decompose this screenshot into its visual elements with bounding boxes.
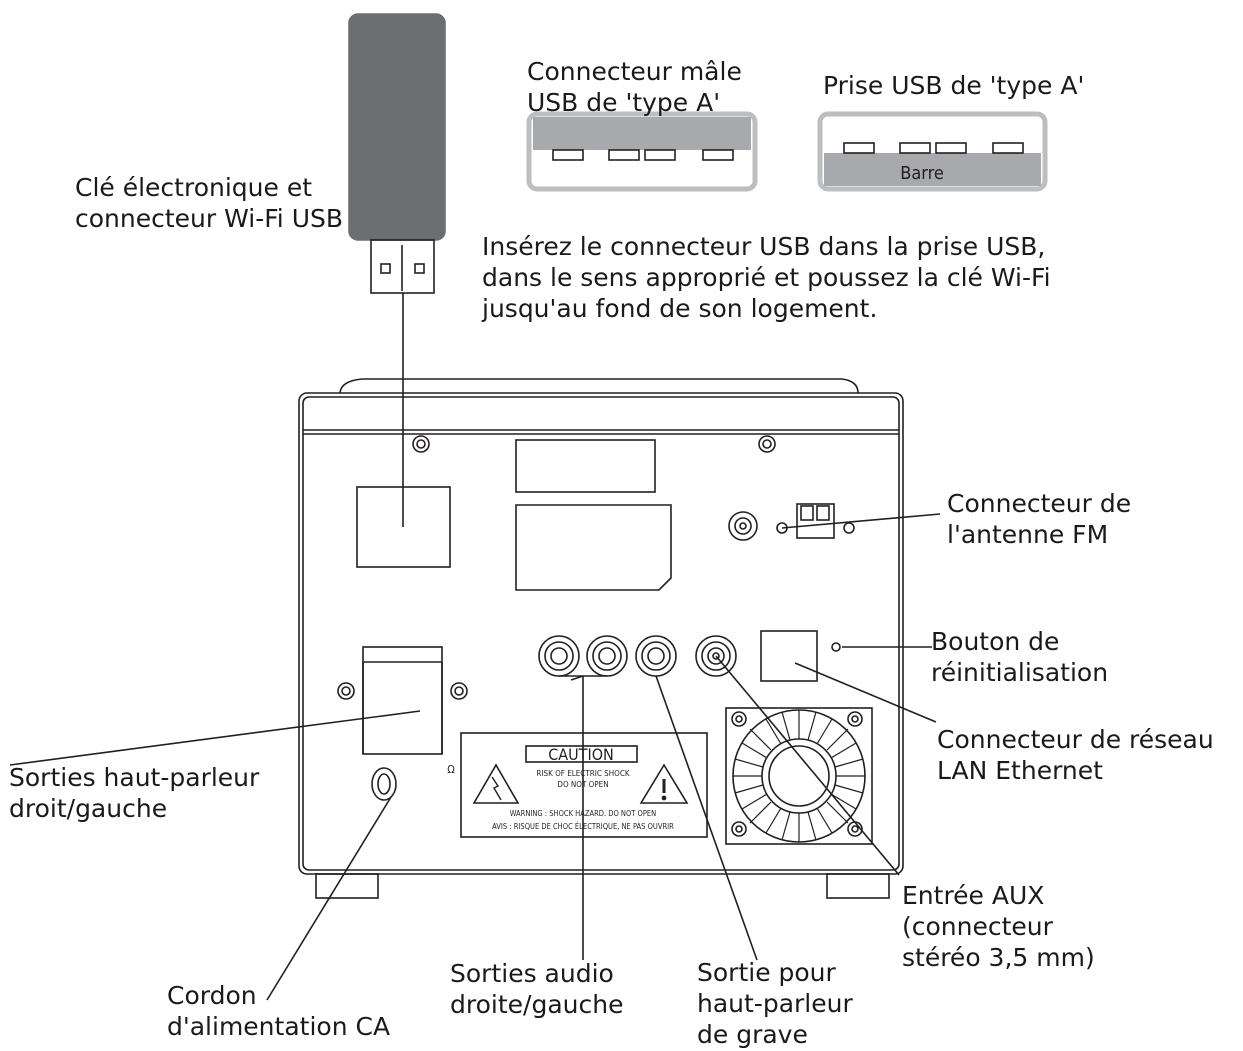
lan-label: Connecteur de réseau LAN Ethernet — [937, 725, 1214, 785]
power-cord-label: Cordon d'alimentation CA — [167, 981, 391, 1041]
instruction-text: Insérez le connecteur USB dans la prise … — [482, 232, 1051, 323]
aux-jack — [695, 635, 737, 677]
subwoofer-output-label: Sortie pour haut-parleur de grave — [697, 958, 853, 1049]
male-connector-label: Connecteur mâle USB de 'type A' — [527, 57, 742, 117]
dongle-label: Clé électronique et connecteur Wi-Fi USB — [75, 173, 344, 233]
ohm-symbol: Ω — [447, 763, 455, 776]
top-handle — [339, 378, 859, 394]
caution-line1: RISK OF ELECTRIC SHOCK — [536, 769, 629, 778]
reset-button — [831, 642, 841, 652]
usb-socket-label: Prise USB de 'type A' — [823, 71, 1085, 100]
cooling-fan — [725, 707, 873, 845]
socket-bar — [824, 153, 1041, 186]
plate-top — [515, 439, 656, 493]
enclosure-outer — [298, 392, 904, 875]
fm-antenna-connector — [728, 511, 758, 541]
reset-button-label: Bouton de réinitialisation — [931, 627, 1109, 687]
caution-warning: WARNING : SHOCK HAZARD. DO NOT OPEN — [510, 809, 656, 818]
wifi-dongle-body — [348, 13, 446, 241]
bar-label: Barre — [900, 163, 944, 184]
caution-title: CAUTION — [548, 745, 614, 764]
power-cord-grommet — [371, 767, 397, 801]
screw-icon — [337, 435, 776, 700]
speaker-output-terminal — [362, 646, 443, 755]
fm-terminal — [796, 503, 835, 539]
foot-right — [826, 873, 890, 899]
fm-antenna-label: Connecteur de l'antenne FM — [947, 489, 1132, 549]
caution-avis: AVIS : RISQUE DE CHOC ÉLECTRIQUE, NE PAS… — [492, 822, 674, 831]
caution-line2: DO NOT OPEN — [557, 780, 608, 789]
aux-input-label: Entrée AUX (connecteur stéréo 3,5 mm) — [902, 881, 1095, 972]
usb-port — [356, 486, 451, 568]
plug-contact-left — [380, 263, 391, 274]
speaker-outputs-label: Sorties haut-parleur droit/gauche — [9, 763, 260, 823]
rca-jack-icon — [538, 635, 677, 677]
plug-contact-right — [414, 263, 425, 274]
audio-outputs-label: Sorties audio droite/gauche — [450, 959, 624, 1019]
caution-label — [460, 732, 708, 838]
lan-port — [760, 630, 818, 682]
foot-left — [315, 873, 379, 899]
plate-bottom — [515, 504, 672, 591]
